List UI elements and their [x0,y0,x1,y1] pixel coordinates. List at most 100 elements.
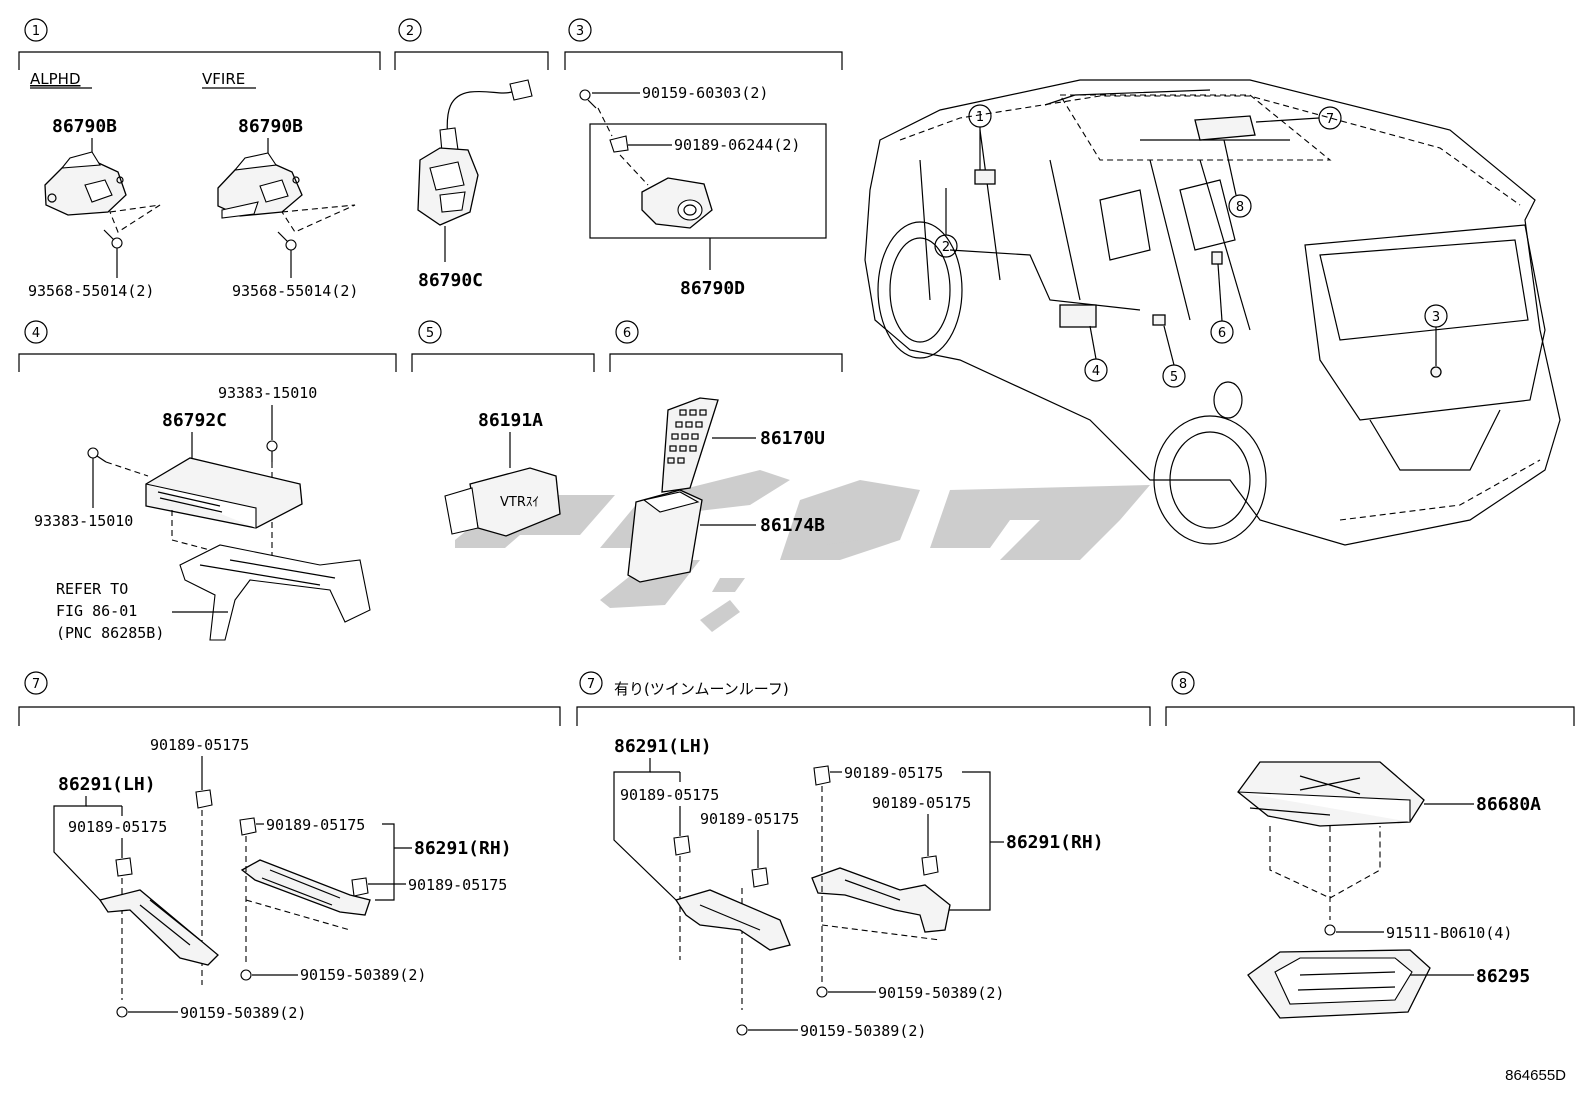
part-label-86291-rh: 86291(RH) [414,838,512,859]
control-module-part [145,457,303,529]
camera-with-cable-part [417,79,533,226]
camera-bracket-part-a [44,151,127,216]
section-7b-number: 7 [587,677,595,692]
rear-camera-part [641,177,713,229]
part-label-90189-05175-rh: 90189-05175 [408,876,507,894]
clip-icon-rh-b [921,855,939,876]
section-4-header: 4 [18,320,397,372]
vehicle-callout-4: 4 [1084,325,1108,382]
section-7: 90189-05175 86291(LH) 90189-05175 90189-… [53,736,512,1022]
clip-icon-rh [351,877,369,897]
screw-icon-bottom [116,1006,128,1018]
bracket-lh-part [98,889,219,966]
clip-icon-mid [751,867,769,888]
part-label-91511-b0610: 91511-B0610(4) [1386,924,1512,942]
svg-text:3: 3 [1432,310,1440,325]
section-7-number: 7 [32,677,40,692]
section-4-number: 4 [32,326,40,341]
part-label-90189-05175-rh-top: 90189-05175 [266,816,365,834]
assembly-box [589,123,827,239]
section-8: 86680A 91511-B0610(4) 86295 [1237,761,1541,1019]
screw-icon-rh [240,969,252,981]
variant-label-vfire: VFIRE [202,70,245,88]
vehicle-illustration: 1 2 3 4 5 6 7 [864,79,1561,546]
section-7b-title: 有り(ツインムーンルーフ) [614,680,789,698]
screw-icon-bottom-b [736,1024,748,1036]
section-1-header: 1 [18,18,381,70]
section-2-header: 2 [394,18,549,70]
section-6-number: 6 [623,326,631,341]
section-6-header: 6 [609,320,843,372]
module-bracket-part [179,544,371,641]
vtr-module-part: VTRｽｲ [444,467,561,537]
section-1: ALPHD VFIRE 86790B 93568-55014(2) 86790B [28,70,358,300]
vehicle-callout-6: 6 [1210,263,1234,344]
section-2-number: 2 [406,24,414,39]
section-3: 90159-60303(2) 90189-06244(2) 86790D [579,84,827,299]
remote-control-part [661,397,719,493]
vehicle-callout-7: 7 [1255,106,1342,130]
part-label-90189-05175-lh: 90189-05175 [68,818,167,836]
part-label-90189-05175-top: 90189-05175 [150,736,249,754]
vtr-device-text: VTRｽｲ [500,495,539,510]
part-label-86174b: 86174B [760,515,825,536]
vehicle-callout-5: 5 [1162,325,1186,388]
bolt-icon-a [103,229,123,249]
overhead-module-part [1237,761,1425,827]
bolt-icon-b [277,231,297,251]
section-8-header: 8 [1165,671,1575,726]
part-label-93383-15010-top: 93383-15010 [218,384,317,402]
part-label-90159-50389-bottom: 90159-50389(2) [180,1004,306,1022]
part-label-90189-05175-rh-b: 90189-05175 [872,794,971,812]
clip-icon [609,135,629,153]
section-6: 86170U 86174B [627,397,825,583]
section-5-header: 5 [411,320,595,372]
part-label-86291-lh-b: 86291(LH) [614,736,712,757]
part-label-86790b-b: 86790B [238,116,303,137]
camera-bracket-part-b [217,152,303,219]
part-label-90159-50389-rh-b: 90159-50389(2) [878,984,1004,1002]
screw-icon-rh-b [816,986,828,998]
svg-text:8: 8 [1236,200,1244,215]
section-3-number: 3 [576,24,584,39]
part-label-90189-06244: 90189-06244(2) [674,136,800,154]
part-label-86170u: 86170U [760,428,825,449]
svg-text:1: 1 [976,110,984,125]
section-7b-header: 7 有り(ツインムーンルーフ) [576,671,1151,726]
part-label-93383-15010-left: 93383-15010 [34,512,133,530]
part-label-86291-lh: 86291(LH) [58,774,156,795]
bracket-rh-part [240,859,371,916]
clip-icon-rh-top-b [813,765,831,786]
part-label-90159-60303: 90159-60303(2) [642,84,768,102]
bracket-lh-b-part [674,889,791,951]
variant-label-alphd: ALPHD [30,70,81,88]
diagram-id: 864655D [1505,1067,1566,1084]
part-label-86291-rh-b: 86291(RH) [1006,832,1104,853]
part-label-86790b-a: 86790B [52,116,117,137]
remote-holder-part [627,489,703,583]
svg-text:2: 2 [942,240,950,255]
part-label-90159-50389-bottom-b: 90159-50389(2) [800,1022,926,1040]
section-5-number: 5 [426,326,434,341]
part-label-90159-50389-rh: 90159-50389(2) [300,966,426,984]
section-5: 86191A VTRｽｲ [444,410,561,537]
overhead-bezel-part [1247,949,1431,1019]
refer-text-3: (PNC 86285B) [56,624,164,642]
watermark-logo [455,470,1150,632]
section-7b: 86291(LH) 90189-05175 90189-05175 90189-… [613,736,1104,1040]
svg-text:4: 4 [1092,364,1100,379]
section-4: 93383-15010 86792C 93383-15010 REFER TO … [34,384,371,642]
part-label-86790d: 86790D [680,278,745,299]
clip-icon-lh [115,857,133,877]
section-8-number: 8 [1179,677,1187,692]
part-label-90189-05175-lh-b: 90189-05175 [620,786,719,804]
clip-icon-rh-top [239,817,257,836]
section-7-header: 7 [18,671,561,726]
vehicle-callout-8: 8 [1223,139,1252,218]
vehicle-callout-2: 2 [934,188,958,258]
clip-icon-top [195,789,213,809]
part-label-86191a: 86191A [478,410,543,431]
section-3-header: 3 [564,18,843,70]
